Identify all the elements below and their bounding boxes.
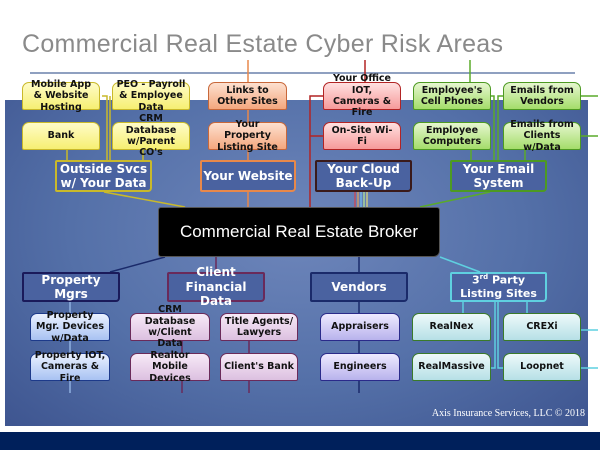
node-property-listing-site: Your Property Listing Site bbox=[208, 119, 287, 153]
node-crm-client: CRM Database w/Client Data bbox=[130, 304, 210, 349]
node-employee-cell-phones: Employee's Cell Phones bbox=[413, 82, 491, 110]
node-office-iot: Your Office IOT, Cameras & Fire bbox=[323, 73, 401, 118]
label-line-1: Client bbox=[196, 265, 236, 280]
node-title-agents: Title Agents/ Lawyers bbox=[220, 313, 298, 341]
category-property-mgrs: Property Mgrs bbox=[22, 272, 120, 302]
center-node-broker: Commercial Real Estate Broker bbox=[158, 207, 440, 257]
node-appraisers: Appraisers bbox=[320, 313, 400, 341]
node-peo-payroll: PEO - Payroll & Employee Data bbox=[112, 79, 190, 113]
node-crm-parent: CRM Database w/Parent CO's bbox=[112, 113, 190, 158]
node-links-other-sites: Links to Other Sites bbox=[208, 82, 287, 110]
page-title: Commercial Real Estate Cyber Risk Areas bbox=[22, 30, 504, 58]
label-line-2: Financial Data bbox=[185, 279, 247, 309]
label-rest: Party bbox=[488, 274, 525, 288]
category-email-system: Your Email System bbox=[450, 160, 547, 192]
category-outside-svcs: Outside Svcs w/ Your Data bbox=[55, 160, 152, 192]
label-sup: rd bbox=[479, 273, 489, 282]
node-clients-bank: Client's Bank bbox=[220, 353, 298, 381]
node-realnex: RealNex bbox=[412, 313, 491, 341]
category-your-website: Your Website bbox=[200, 160, 296, 192]
node-property-iot: Property IOT, Cameras & Fire bbox=[30, 350, 110, 384]
node-emails-clients: Emails from Clients w/Data bbox=[503, 119, 581, 153]
copyright-footer: Axis Insurance Services, LLC © 2018 bbox=[431, 408, 585, 419]
node-crexi: CREXi bbox=[503, 313, 581, 341]
bottom-bar bbox=[0, 432, 600, 450]
node-employee-computers: Employee Computers bbox=[413, 122, 491, 150]
label-num: 3 bbox=[472, 274, 480, 288]
node-loopnet: Loopnet bbox=[503, 353, 581, 381]
node-engineers: Engineers bbox=[320, 353, 400, 381]
node-mobile-app-hosting: Mobile App & Website Hosting bbox=[22, 79, 100, 113]
title-divider bbox=[30, 72, 575, 74]
category-vendors: Vendors bbox=[310, 272, 408, 302]
node-pm-devices: Property Mgr. Devices w/Data bbox=[30, 310, 110, 344]
node-bank: Bank bbox=[22, 122, 100, 150]
node-emails-vendors: Emails from Vendors bbox=[503, 82, 581, 110]
category-cloud-backup: Your Cloud Back-Up bbox=[315, 160, 412, 192]
node-realtor-mobile: Realtor Mobile Devices bbox=[130, 350, 210, 384]
node-realmassive: RealMassive bbox=[412, 353, 491, 381]
label-line-1: 3rd Party bbox=[472, 273, 525, 287]
node-onsite-wifi: On-Site Wi-Fi bbox=[323, 122, 401, 150]
label-line-2: Listing Sites bbox=[460, 287, 537, 301]
